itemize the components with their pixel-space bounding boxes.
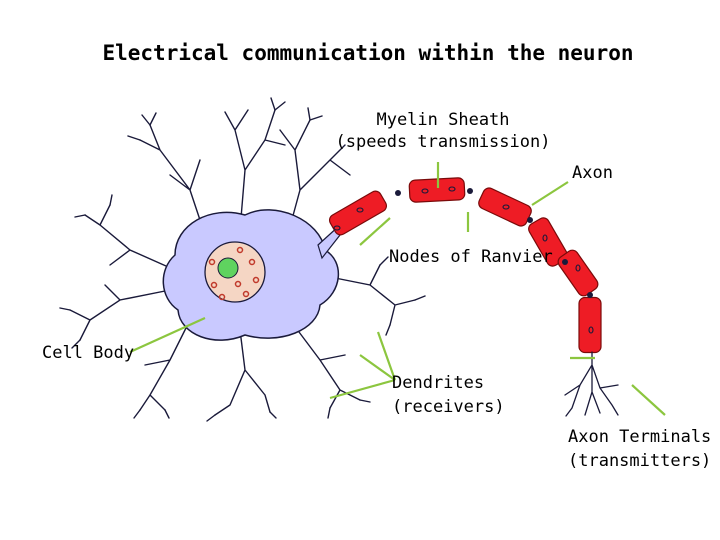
- nodes-leader-2: [359, 217, 391, 246]
- dendrites-label: Dendrites: [392, 373, 484, 393]
- axon-terminals-sublabel: (transmitters): [568, 451, 711, 471]
- dendrites: [59, 97, 426, 422]
- nodes-of-ranvier: [395, 188, 593, 298]
- schwann-nuclei: [333, 186, 594, 334]
- organelles: [208, 246, 260, 301]
- leader-lines: [129, 162, 666, 416]
- dendrites-leader: [329, 331, 397, 400]
- diagram-title: Electrical communication within the neur…: [102, 41, 633, 65]
- myelin-sheath-sublabel: (speeds transmission): [336, 132, 551, 152]
- myelin-segment: [408, 177, 466, 203]
- axon-leader: [531, 181, 569, 206]
- axon-terminals: [564, 351, 619, 417]
- axon-terminals-label: Axon Terminals: [568, 427, 711, 447]
- nucleolus: [217, 257, 239, 279]
- myelin-segment: [328, 190, 388, 236]
- myelin-segment: [578, 296, 602, 354]
- cell-body-leader: [129, 316, 206, 354]
- myelin-sheath: [328, 177, 602, 354]
- axon-label: Axon: [572, 163, 613, 183]
- myelin-segment: [557, 249, 599, 297]
- terminals-leader: [631, 384, 666, 416]
- myelin-sheath-label: Myelin Sheath: [376, 110, 509, 130]
- nodes-of-ranvier-label: Nodes of Ranvier: [389, 247, 553, 267]
- cell-body-label: Cell Body: [42, 343, 134, 363]
- dendrites-sublabel: (receivers): [392, 397, 505, 417]
